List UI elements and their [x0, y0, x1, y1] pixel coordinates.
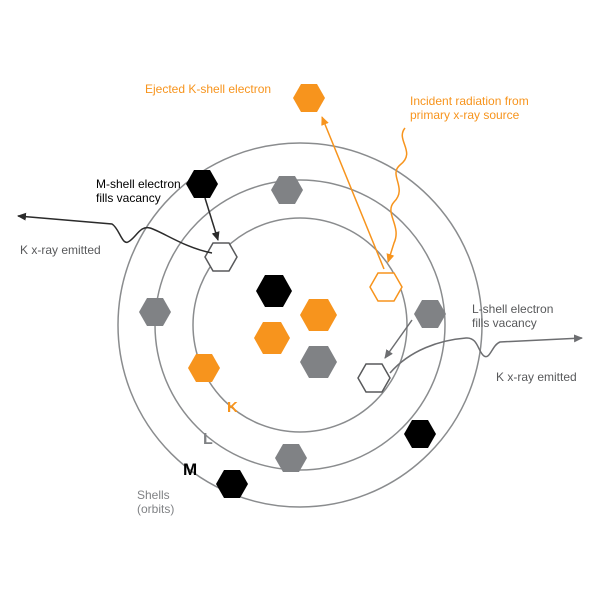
k-xray-left-label: K x-ray emitted — [20, 243, 101, 257]
shell-m-orbit — [117, 142, 483, 508]
m-shell-electron — [186, 170, 218, 198]
l-shell-electron — [414, 300, 446, 328]
m-shell-electron — [216, 470, 248, 498]
ejected-k-shell-electron — [293, 84, 325, 112]
k-shell-vacancy-filled — [357, 363, 391, 393]
shell-k-label: K — [227, 399, 238, 416]
l-shell-electron — [275, 444, 307, 472]
incident-radiation-label-line1: Incident radiation from — [410, 94, 529, 108]
shell-l-label: L — [203, 431, 213, 448]
ejection-arrow — [321, 116, 385, 270]
ejected-electron-label: Ejected K-shell electron — [145, 82, 271, 96]
l-shell-vacancy-filled — [204, 242, 238, 272]
incident-radiation-arrow — [386, 127, 408, 263]
m-shell-fill-label-line1: M-shell electron — [96, 177, 181, 191]
m-shell-fill-label-line2: fills vacancy — [96, 191, 161, 205]
l-shell-electron — [271, 176, 303, 204]
shells-label-line2: (orbits) — [137, 502, 174, 516]
shells-label-line1: Shells — [137, 488, 170, 502]
k-xray-emitted-left-arrow — [17, 212, 213, 254]
shell-l-orbit — [154, 179, 446, 471]
nucleus-proton-hexagon — [254, 322, 290, 354]
shell-k-orbit — [192, 217, 408, 433]
shell-m-label: M — [183, 460, 197, 479]
k-xray-emitted-right-arrow — [389, 334, 583, 374]
m-shell-electron — [404, 420, 436, 448]
l-shell-transition-arrow — [384, 319, 413, 359]
incident-radiation-label-line2: primary x-ray source — [410, 108, 520, 122]
l-shell-fill-label-line2: fills vacancy — [472, 316, 537, 330]
k-xray-right-label: K x-ray emitted — [496, 370, 577, 384]
nucleus-neutron-hexagon — [256, 275, 292, 307]
l-shell-electron — [139, 298, 171, 326]
nucleus-neutron-hexagon — [300, 346, 337, 378]
nucleus-proton-hexagon — [300, 299, 337, 331]
k-shell-electron — [188, 354, 220, 382]
k-shell-vacancy-ejected — [369, 272, 403, 302]
m-shell-transition-arrow — [204, 197, 220, 241]
l-shell-fill-label-line1: L-shell electron — [472, 302, 553, 316]
